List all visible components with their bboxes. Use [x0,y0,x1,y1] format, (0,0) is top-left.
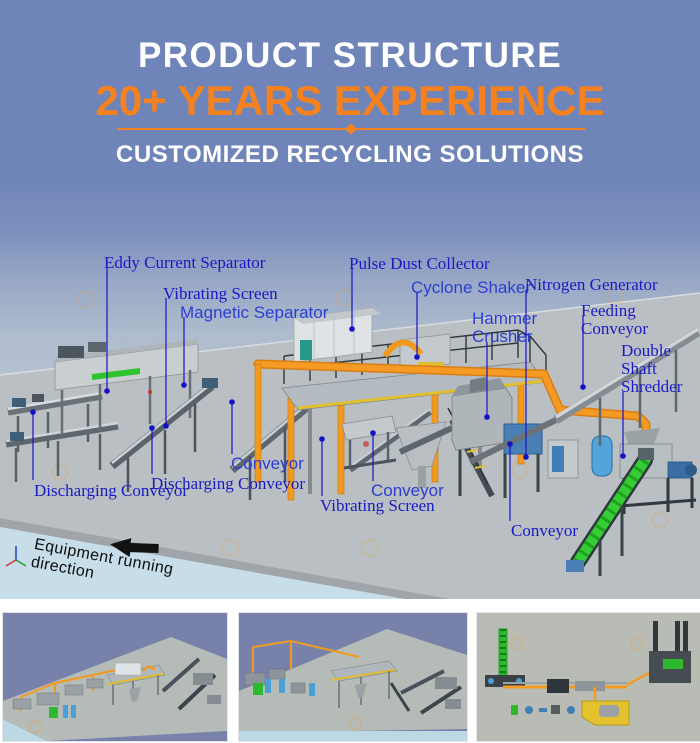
label-conveyor-middle: Conveyor [371,481,444,500]
header-divider [117,128,585,130]
label-conveyor-left: Conveyor [231,454,304,473]
label-eddy-current-separator: Eddy Current Separator [104,253,266,272]
leader-dots [30,326,626,460]
thumbnail-iso-view-2[interactable] [238,612,468,742]
label-conveyor-right: Conveyor [511,521,579,540]
label-vibrating-screen-right: Vibrating Screen [320,496,435,515]
thumbnail-top-view[interactable] [476,612,700,742]
machine-eddy-current-separator [54,339,199,436]
label-discharging-conveyor-2: Discharging Conveyor [151,474,306,493]
machine-green-conveyor [566,448,654,576]
machine-vibrating-screen-right [341,415,454,470]
page-title: PRODUCT STRUCTURE [137,36,563,75]
label-discharging-conveyor-1: Discharging Conveyor [34,481,189,500]
leader-lines [32,267,624,521]
direction-arrow-icon [110,538,159,558]
label-vibrating-screen-left: Vibrating Screen [163,284,278,303]
label-pulse-dust-collector: Pulse Dust Collector [349,254,490,273]
watermark-icons [50,286,670,558]
machine-feeding-conveyor [468,327,700,465]
label-magnetic-separator: Magnetic Separator [180,303,329,322]
label-hammer-crusher: Hammer Crusher [472,309,538,346]
tagline: CUSTOMIZED RECYCLING SOLUTIONS [116,141,584,168]
machine-hammer-crusher [451,377,543,498]
label-cyclone-shaker: Cyclone Shaker [411,278,532,297]
years-experience-heading: 20+ YEARS EXPERIENCE [95,77,605,124]
label-nitrogen-generator: Nitrogen Generator [525,275,658,294]
machine-inclined-conveyors [109,378,432,500]
axis-triad-icon [5,546,27,567]
label-double-shaft-shredder: Double Shaft Shredder [621,341,683,396]
machine-nitrogen-generator [547,435,613,479]
thumbnail-strip [0,599,700,743]
thumbnail-iso-view-1[interactable] [2,612,228,742]
label-feeding-conveyor: Feeding Conveyor [581,301,649,338]
